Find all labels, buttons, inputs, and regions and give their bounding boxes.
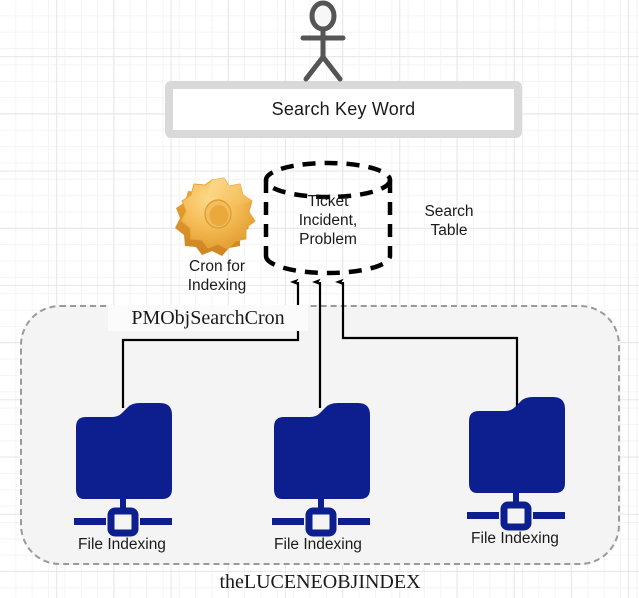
group-bottom-label-lucene: theLUCENEOBJINDEX (219, 571, 421, 593)
stick-figure-user-icon (300, 0, 346, 82)
search-key-word-label: Search Key Word (271, 99, 416, 119)
folder-label: File Indexing (471, 530, 559, 547)
group-top-label-pmobjsearchcron: PMObjSearchCron (108, 305, 308, 332)
folder-label: File Indexing (78, 536, 166, 553)
search-key-word-box[interactable]: Search Key Word (165, 81, 522, 138)
folder-label: File Indexing (274, 536, 362, 553)
gear-icon (175, 177, 256, 256)
group-container-lucene-index (20, 305, 620, 565)
search-table-label: Search Table (424, 203, 474, 239)
datastore-label: Ticket Incident, Problem (298, 193, 358, 248)
cron-for-indexing-label: Cron for Indexing (187, 258, 247, 294)
